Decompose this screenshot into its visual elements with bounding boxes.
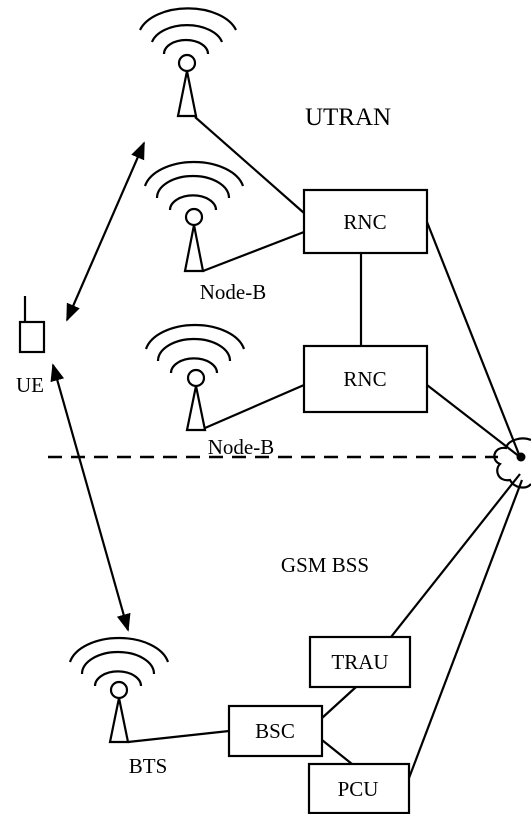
rnc-top-label: RNC — [343, 210, 386, 234]
bts-antenna-icon — [68, 636, 170, 744]
rnc-box-bottom: RNC — [302, 344, 429, 414]
node-b-label-1: Node-B — [200, 280, 267, 304]
bsc-box: BSC — [227, 704, 324, 758]
node-b-antenna-icon-2 — [144, 323, 246, 432]
rnc-bottom-label: RNC — [343, 367, 386, 391]
gsm-bss-label: GSM BSS — [281, 553, 369, 577]
bts-label: BTS — [129, 754, 168, 778]
rnc-box-top: RNC — [302, 188, 429, 255]
bsc-label: BSC — [255, 719, 295, 743]
node-b-antenna-icon — [143, 160, 245, 273]
link-rnc-bottom-core — [426, 384, 521, 458]
core-network-cloud-icon — [493, 437, 531, 489]
link-trau-core — [390, 473, 521, 638]
link-bts-bsc — [127, 729, 230, 744]
trau-label: TRAU — [331, 650, 388, 674]
ue-to-node-b-arrow — [65, 141, 146, 322]
ue-label: UE — [16, 373, 44, 397]
ue-phone-icon — [18, 296, 46, 354]
node-b-label-2: Node-B — [208, 435, 275, 459]
trau-box: TRAU — [308, 635, 412, 689]
link-nodeb1-rnc — [202, 230, 305, 273]
link-bsc-trau — [321, 686, 357, 719]
pcu-box: PCU — [307, 762, 411, 814]
utran-label: UTRAN — [305, 104, 391, 131]
antenna-icon — [139, 7, 237, 118]
ue-to-bts-arrow — [50, 363, 131, 632]
link-bsc-pcu — [321, 739, 353, 765]
link-nodeb2-rnc — [204, 383, 305, 430]
pcu-label: PCU — [338, 777, 379, 801]
link-antenna1-rnc — [194, 116, 305, 214]
link-rnc-top-core — [425, 221, 522, 458]
link-pcu-core — [407, 479, 524, 779]
